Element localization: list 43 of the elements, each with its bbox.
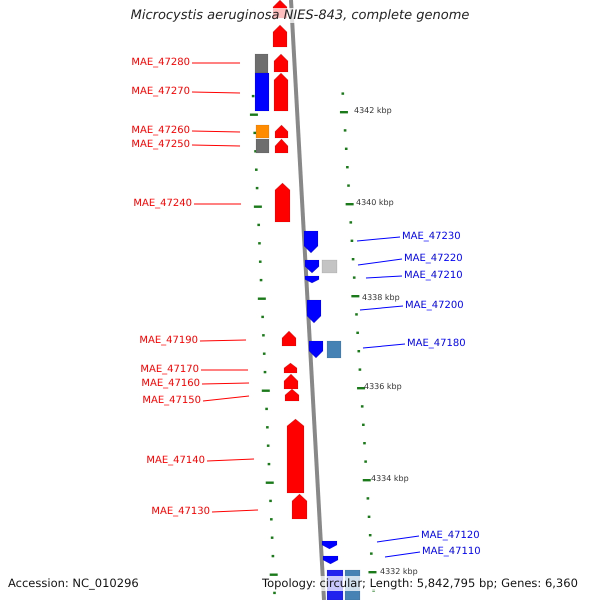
tick-label: 4332 kbp xyxy=(380,567,418,577)
leader-line xyxy=(212,510,258,512)
leader-line xyxy=(360,306,404,310)
tick-label: 4336 kbp xyxy=(364,382,402,392)
gene-label: MAE_47250 xyxy=(131,139,190,151)
gene-label: MAE_47230 xyxy=(402,231,461,243)
gene-label: MAE_47170 xyxy=(140,364,199,376)
gene-label: MAE_47190 xyxy=(139,335,198,347)
leader-line xyxy=(206,458,254,462)
info-text: Accession: NC_010296 xyxy=(8,576,139,591)
leader-line xyxy=(192,130,240,132)
leader-line xyxy=(200,340,246,342)
gene-label: MAE_47110 xyxy=(422,546,481,558)
tick-label: 4334 kbp xyxy=(371,474,409,484)
gene-label: MAE_47260 xyxy=(131,125,190,137)
leader-line xyxy=(356,236,400,242)
gene-label: MAE_47200 xyxy=(405,300,464,312)
gene-label: MAE_47160 xyxy=(141,378,200,390)
gene-label: MAE_47210 xyxy=(404,270,463,282)
leader-line xyxy=(192,62,240,64)
tick-label: 4342 kbp xyxy=(354,106,392,116)
gene-label: MAE_47150 xyxy=(142,395,201,407)
leader-line xyxy=(192,144,240,146)
gene-label: MAE_47140 xyxy=(146,455,205,467)
tick-label: 4338 kbp xyxy=(362,293,400,303)
leader-line xyxy=(358,258,402,266)
tick-label: 4340 kbp xyxy=(356,198,394,208)
info-text: Topology: circular; Length: 5,842,795 bp; Genes: 6,360 xyxy=(262,576,578,591)
gene-label: MAE_47240 xyxy=(133,198,192,210)
leader-line xyxy=(384,552,420,558)
gene-label: MAE_47270 xyxy=(131,86,190,98)
leader-line xyxy=(362,344,406,348)
gene-label: MAE_47220 xyxy=(404,253,463,265)
leader-line xyxy=(376,536,420,542)
diagram-title: Microcystis aeruginosa NIES-843, complete genome xyxy=(128,8,472,23)
leader-line xyxy=(202,396,250,402)
gene-label: MAE_47280 xyxy=(131,57,190,69)
gene-label: MAE_47130 xyxy=(151,506,210,518)
leader-line xyxy=(202,382,250,384)
gene-label: MAE_47180 xyxy=(407,338,466,350)
leader-line xyxy=(366,276,402,278)
gene-label: MAE_47120 xyxy=(421,530,480,542)
leader-line xyxy=(192,92,240,94)
